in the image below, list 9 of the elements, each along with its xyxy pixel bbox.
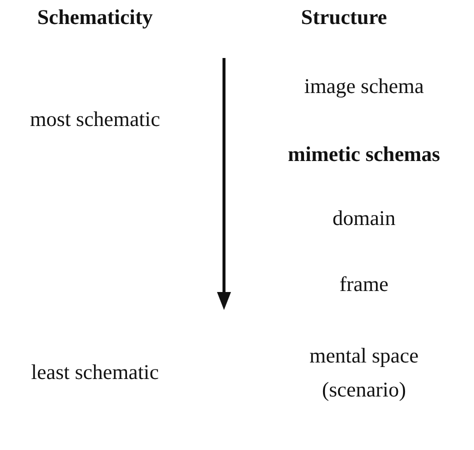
structure-label: mental space (scenario)	[308, 342, 420, 403]
structure-label: domain	[332, 205, 396, 232]
scale-label: most schematic	[30, 106, 160, 134]
structure-label: image schema	[304, 73, 424, 100]
scale-label: least schematic	[31, 359, 159, 386]
column-heading: Schematicity	[37, 4, 153, 32]
structure-label: frame	[340, 271, 388, 298]
column-heading: Structure	[301, 4, 387, 32]
structure-label: mimetic schemas	[288, 141, 440, 168]
